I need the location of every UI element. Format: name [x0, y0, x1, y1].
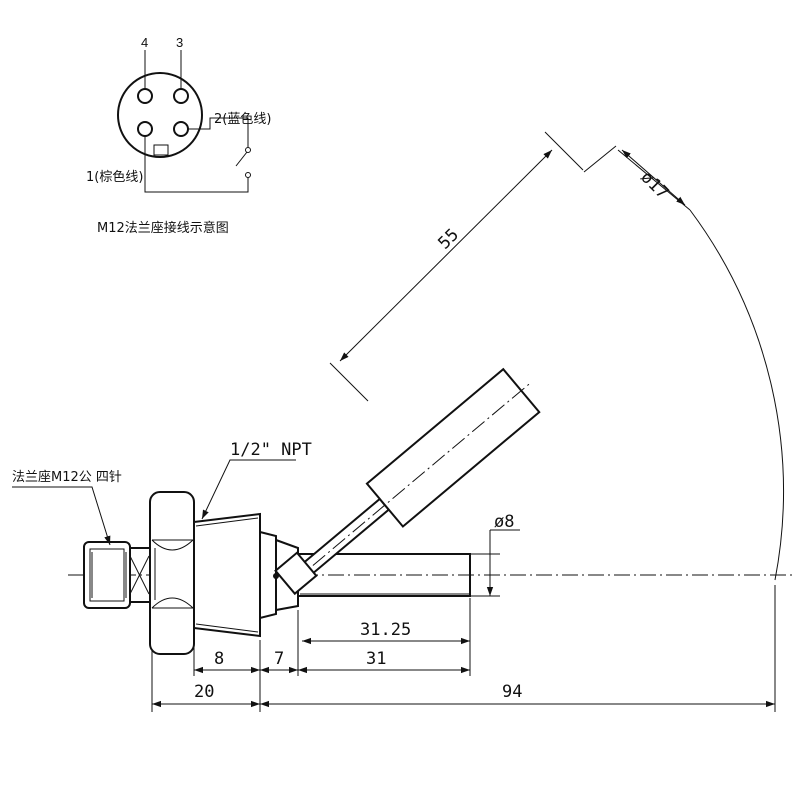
- dimension-31-25-label: 31.25: [360, 620, 411, 640]
- switch-contact-bottom: [245, 172, 251, 178]
- dimension-row-lower: 20 94: [152, 682, 775, 708]
- pin-3-label: 3: [176, 35, 183, 50]
- m12-connector-body: [83, 541, 153, 609]
- m12-wiring-diagram: 4 3 2(蓝色线) 1(棕色线) M12法兰座接线示意图: [86, 35, 271, 236]
- inclined-float-assembly: [274, 367, 541, 596]
- pin-1-wire: [144, 136, 249, 193]
- switch-contact-top: [245, 147, 251, 153]
- hex-nut: [149, 491, 195, 655]
- connector-key-notch: [153, 144, 169, 156]
- pin-4-label: 4: [141, 35, 148, 50]
- connector-face-outline: [117, 72, 203, 158]
- connector-label: 法兰座M12公 四针: [12, 470, 122, 485]
- switch-blade: [235, 151, 248, 167]
- pin-4-circle: [137, 88, 153, 104]
- dimension-31-25: 31.25: [302, 620, 470, 645]
- rod-diameter-label: ø8: [494, 512, 514, 532]
- rod-diameter-dimension: ø8: [470, 512, 520, 597]
- connector-callout: 法兰座M12公 四针: [12, 470, 122, 546]
- float-swing-arc: [689, 209, 784, 581]
- float-length-label: 55: [434, 225, 463, 254]
- pivot-block: [274, 551, 318, 596]
- thread-callout: 1/2" NPT: [201, 440, 312, 520]
- float-length-dimension: 55: [329, 131, 584, 402]
- pin-1-circle: [137, 121, 153, 137]
- wiring-diagram-caption: M12法兰座接线示意图: [97, 220, 229, 236]
- float-diameter-dimension: ø17: [583, 145, 691, 211]
- dimension-row-upper: 8 7 31: [194, 649, 470, 674]
- float-diameter-label: ø17: [636, 167, 672, 203]
- pin-3-circle: [173, 88, 189, 104]
- dimension-20-label: 20: [194, 682, 214, 702]
- pin-1-label: 1(棕色线): [86, 169, 143, 185]
- pin-2-label: 2(蓝色线): [214, 111, 271, 127]
- pin-2-circle: [173, 121, 189, 137]
- thread-label: 1/2" NPT: [230, 440, 312, 460]
- dimension-31-label: 31: [366, 649, 386, 669]
- pin-2-wire: [188, 117, 249, 147]
- dimension-7-label: 7: [274, 649, 284, 669]
- dimension-94-label: 94: [502, 682, 522, 702]
- dimension-8-label: 8: [214, 649, 224, 669]
